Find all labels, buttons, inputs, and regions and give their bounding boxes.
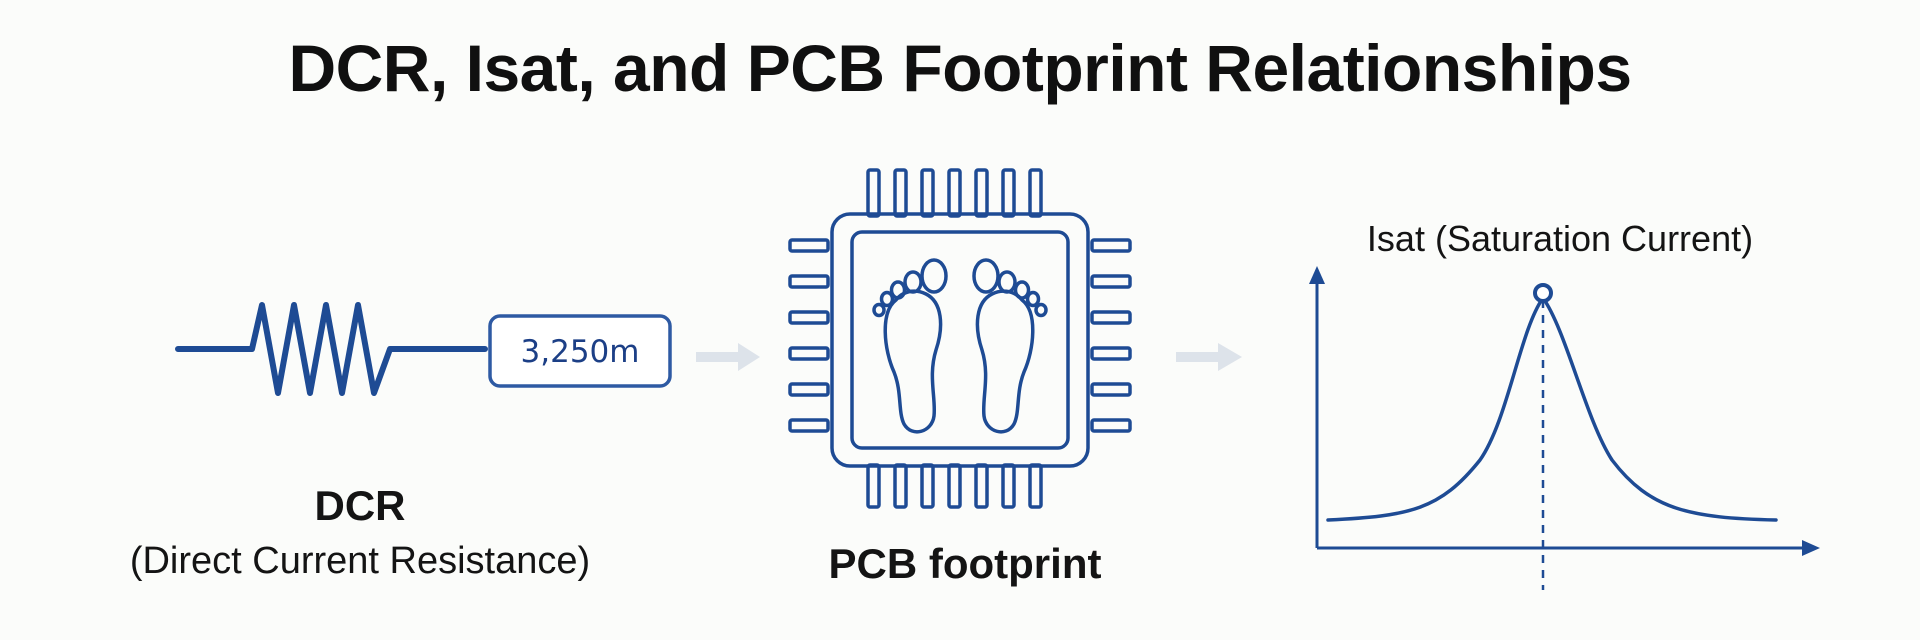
pcb-footprint-label: PCB footprint	[828, 540, 1102, 587]
resistor-icon	[175, 302, 488, 396]
isat-label: Isat (Saturation Current)	[1366, 218, 1754, 259]
diagram-title: DCR, Isat, and PCB Footprint Relationshi…	[288, 31, 1632, 105]
dcr-label: DCR	[314, 482, 406, 529]
dcr-value: 3,250m	[521, 334, 640, 370]
arrow-right-icon	[1176, 343, 1242, 371]
peak-marker	[1533, 283, 1553, 303]
pcb-chip-icon	[788, 168, 1132, 509]
dcr-sublabel: (Direct Current Resistance)	[129, 540, 591, 582]
footprints-icon	[872, 258, 1048, 434]
dcr-value-box: 3,250m	[488, 314, 672, 388]
saturation-curve-graph	[1309, 266, 1820, 590]
arrow-right-icon	[696, 343, 760, 371]
